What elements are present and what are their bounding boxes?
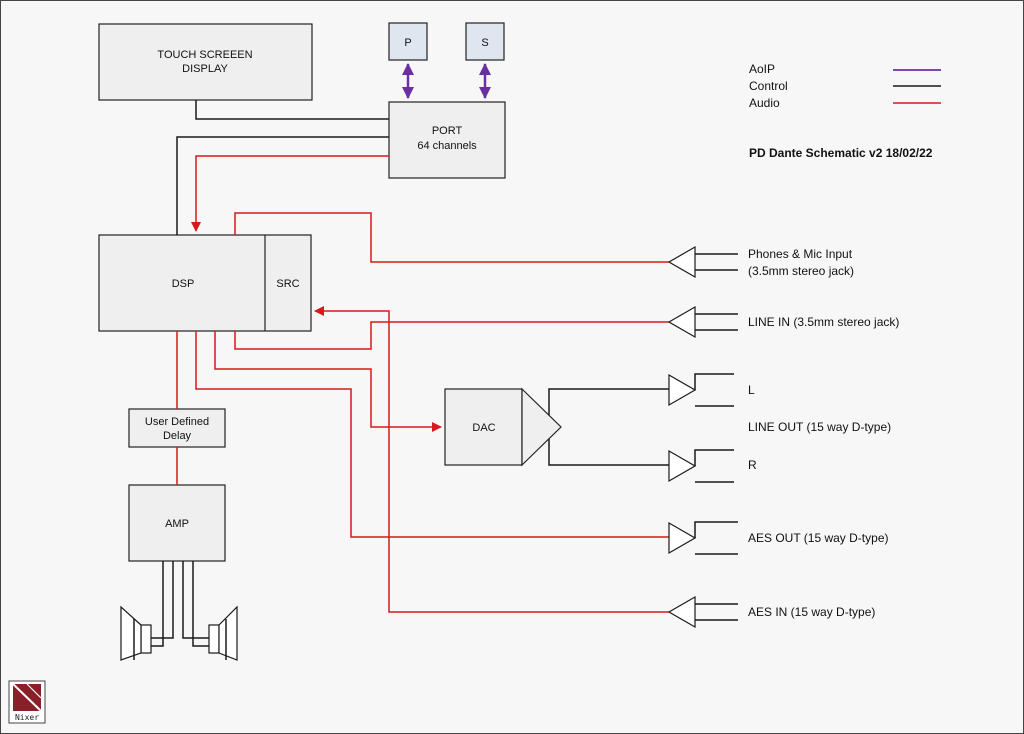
phones-mic-label-2: (3.5mm stereo jack) (748, 264, 854, 278)
aes-in-label: AES IN (15 way D-type) (748, 605, 875, 619)
phones-mic-connector (667, 245, 738, 279)
amp-block: AMP (128, 484, 226, 562)
line-out-l-connector (668, 373, 734, 407)
s-block: S (465, 22, 505, 61)
amp-label: AMP (165, 518, 189, 530)
legend-aoip-label: AoIP (749, 62, 775, 76)
dac-label: DAC (472, 422, 495, 434)
dsp-block: DSP SRC (98, 234, 312, 332)
legend-control-label: Control (749, 79, 788, 93)
aes-out-connector (668, 521, 738, 555)
nixer-logo-text: Nixer (15, 713, 39, 722)
legend: AoIP Control Audio (749, 62, 941, 110)
aoip-lines (402, 63, 491, 99)
s-label: S (481, 37, 488, 49)
aes-out-label: AES OUT (15 way D-type) (748, 531, 888, 545)
line-out-l-label: L (748, 383, 755, 397)
touch-screen-label-2: DISPLAY (182, 63, 228, 75)
delay-label-1: User Defined (145, 416, 209, 428)
nixer-logo-icon (12, 683, 42, 712)
nixer-logo: Nixer (8, 680, 46, 724)
legend-audio-label: Audio (749, 96, 780, 110)
right-speaker-icon (208, 605, 238, 661)
port-block: PORT 64 channels (388, 101, 506, 179)
audio-lines (176, 155, 669, 613)
control-lines (151, 100, 389, 647)
diagram-title: PD Dante Schematic v2 18/02/22 (749, 146, 933, 160)
port-label-2: 64 channels (417, 140, 477, 152)
delay-label-2: Delay (163, 430, 192, 442)
dac-block: DAC (444, 387, 562, 467)
line-out-r-connector (668, 449, 734, 483)
line-in-label: LINE IN (3.5mm stereo jack) (748, 315, 899, 329)
line-out-r-label: R (748, 458, 757, 472)
delay-block: User Defined Delay (128, 408, 226, 448)
line-in-connector (667, 305, 738, 339)
phones-mic-label-1: Phones & Mic Input (748, 247, 853, 261)
touch-screen-label-1: TOUCH SCREEEN (157, 49, 252, 61)
aes-in-connector (667, 595, 738, 629)
p-block: P (388, 22, 428, 61)
dsp-label: DSP (172, 278, 195, 290)
left-speaker-icon (120, 605, 152, 661)
port-label-1: PORT (432, 125, 463, 137)
line-out-label: LINE OUT (15 way D-type) (748, 420, 891, 434)
dac-output-lines (548, 388, 669, 466)
p-label: P (404, 37, 411, 49)
touch-screen-block: TOUCH SCREEEN DISPLAY (98, 23, 313, 101)
src-label: SRC (276, 278, 299, 290)
